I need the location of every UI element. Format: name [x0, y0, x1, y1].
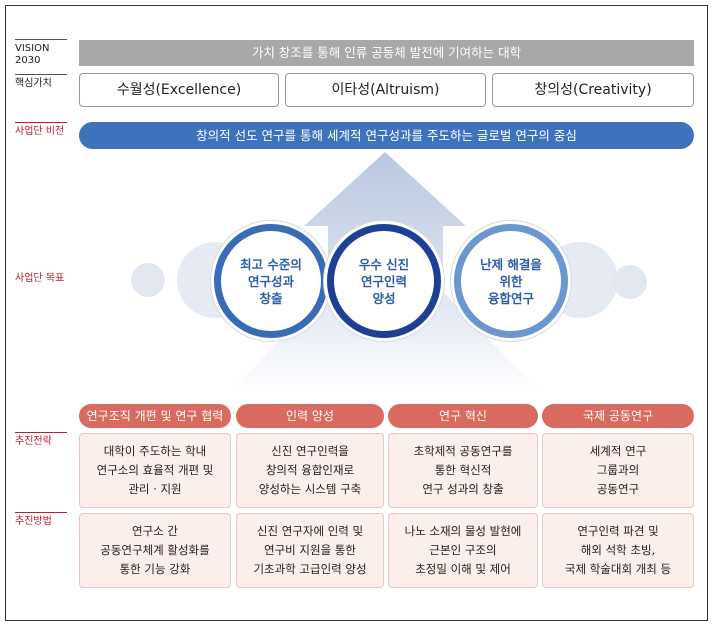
strategy-cell: 세계적 연구 그룹과의 공동연구 — [542, 433, 694, 508]
label-vision-2030: VISION 2030 — [15, 39, 67, 67]
deco-circle — [613, 265, 647, 299]
column-header: 국제 공동연구 — [542, 404, 694, 428]
method-cell: 연구소 간 공동연구체계 활성화를 통한 기능 강화 — [79, 513, 231, 588]
goal-text: 최고 수준의 연구성과 창출 — [240, 256, 302, 306]
column-header: 연구조직 개편 및 연구 협력 — [79, 404, 231, 428]
method-cell: 연구인력 파견 및 해외 석학 초빙, 국제 학술대회 개최 등 — [542, 513, 694, 588]
label-group-goals: 사업단 목표 — [15, 273, 65, 284]
method-cell: 나노 소재의 물성 발현에 근본인 구조의 초정밀 이해 및 제어 — [388, 513, 538, 588]
core-value-altruism: 이타성(Altruism) — [285, 73, 486, 107]
strategy-cell: 초학제적 공동연구를 통한 혁신적 연구 성과의 창출 — [388, 433, 538, 508]
vision-2030-bar: 가치 창조를 통해 인류 공동체 발전에 기여하는 대학 — [79, 40, 694, 66]
label-method: 추진방법 — [15, 512, 67, 528]
goal-text: 난제 해결을 위한 융합연구 — [480, 256, 542, 306]
label-strategy: 추진전략 — [15, 432, 67, 448]
goal-text: 우수 신진 연구인력 양성 — [358, 256, 410, 306]
strategy-cell: 대학이 주도하는 학내 연구소의 효율적 개편 및 관리 · 지원 — [79, 433, 231, 508]
method-cell: 신진 연구자에 인력 및 연구비 지원을 통한 기초과학 고급인력 양성 — [236, 513, 384, 588]
label-group-vision: 사업단 비전 — [15, 122, 67, 138]
goal-circle-young-researchers: 우수 신진 연구인력 양성 — [327, 224, 441, 338]
column-header: 연구 혁신 — [388, 404, 538, 428]
group-vision-banner: 창의적 선도 연구를 통해 세계적 연구성과를 주도하는 글로벌 연구의 중심 — [79, 122, 694, 149]
strategy-cell: 신진 연구인력을 창의적 융합인재로 양성하는 시스템 구축 — [236, 433, 384, 508]
outer-frame — [5, 5, 708, 621]
deco-circle — [131, 263, 165, 297]
goal-circle-research-output: 최고 수준의 연구성과 창출 — [214, 224, 328, 338]
label-core-values: 핵심가치 — [15, 74, 67, 90]
column-header: 인력 양성 — [236, 404, 384, 428]
goal-circle-convergence: 난제 해결을 위한 융합연구 — [454, 224, 568, 338]
core-value-creativity: 창의성(Creativity) — [492, 73, 694, 107]
core-value-excellence: 수월성(Excellence) — [79, 73, 279, 107]
